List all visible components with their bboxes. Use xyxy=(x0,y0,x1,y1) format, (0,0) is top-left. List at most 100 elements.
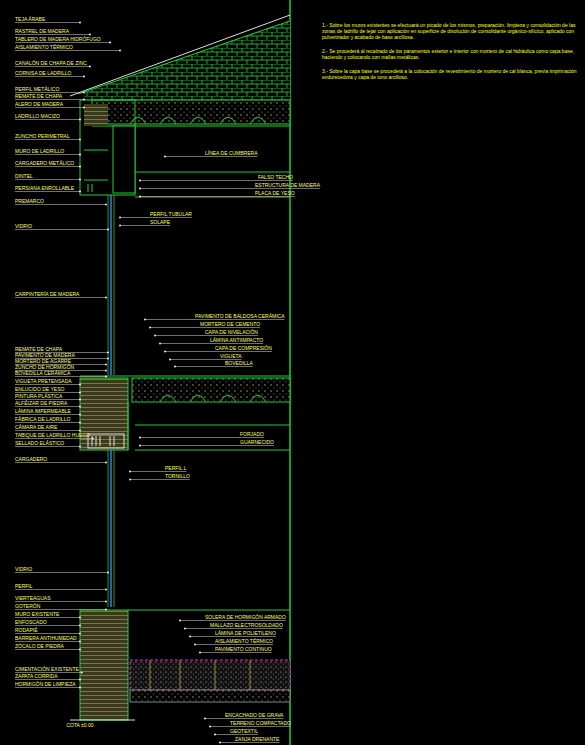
leader-line xyxy=(15,107,84,108)
leader-line xyxy=(15,406,80,407)
leader-dot xyxy=(79,625,81,627)
leader-line xyxy=(15,376,106,377)
leader-dot xyxy=(139,180,141,182)
leader-dot xyxy=(139,196,141,198)
leader-line xyxy=(15,66,90,67)
leader-line xyxy=(160,343,263,344)
leader-dot xyxy=(79,633,81,635)
leader-dot xyxy=(81,672,83,674)
part-label: GUARNECIDO xyxy=(240,439,274,445)
leader-line xyxy=(15,430,80,431)
leader-dot xyxy=(154,335,156,337)
leader-line xyxy=(175,366,253,367)
leader-dot xyxy=(109,42,111,44)
part-label: LÁMINA DE POLIETILENO xyxy=(215,630,276,636)
leader-line xyxy=(15,229,108,230)
leader-dot xyxy=(107,358,109,360)
part-label: ZANJA DRENANTE xyxy=(235,736,279,742)
leader-line xyxy=(15,422,80,423)
leader-line xyxy=(15,22,80,23)
leader-dot xyxy=(209,726,211,728)
leader-line xyxy=(15,179,80,180)
leader-dot xyxy=(105,297,107,299)
leader-dot xyxy=(79,679,81,681)
leader-dot xyxy=(189,636,191,638)
leader-dot xyxy=(79,422,81,424)
leader-line xyxy=(15,399,80,400)
part-label: CARGADERO xyxy=(15,456,47,462)
part-label: PINTURA PLÁSTICA xyxy=(15,393,62,399)
general-note: 3.- Sobre la capa base se procederá a la… xyxy=(322,68,584,80)
leader-dot xyxy=(79,687,81,689)
part-label: ZÓCALO DE PIEDRA xyxy=(15,643,64,649)
leader-line xyxy=(15,446,80,447)
part-label: FALSO TECHO xyxy=(258,174,293,180)
leader-dot xyxy=(83,107,85,109)
part-label: SOLERA DE HORMIGÓN ARMADO xyxy=(205,614,286,620)
leader-line xyxy=(150,327,260,328)
leader-dot xyxy=(174,366,176,368)
leader-line xyxy=(200,652,272,653)
leader-dot xyxy=(139,437,141,439)
leader-line xyxy=(15,633,80,634)
leader-line xyxy=(190,636,276,637)
part-label: PERFIL xyxy=(15,583,33,589)
leader-dot xyxy=(83,99,85,101)
part-label: CANALÓN DE CHAPA DE ZINC xyxy=(15,60,87,66)
part-label: PAVIMENTO CONTINUO xyxy=(215,646,272,652)
leader-line xyxy=(15,42,110,43)
leader-line xyxy=(15,119,80,120)
leader-dot xyxy=(164,156,166,158)
leader-dot xyxy=(79,384,81,386)
leader-dot xyxy=(79,154,81,156)
leader-line xyxy=(15,462,106,463)
leader-dot xyxy=(79,139,81,141)
leader-dot xyxy=(184,628,186,630)
leader-line xyxy=(210,726,291,727)
leader-dot xyxy=(79,392,81,394)
part-label: VIERTEAGUAS xyxy=(15,595,50,601)
part-label: ENCACHADO DE GRAVA xyxy=(225,712,283,718)
part-label: PERFIL L xyxy=(165,465,187,471)
leader-line xyxy=(15,99,84,100)
part-label: MORTERO DE CEMENTO xyxy=(200,321,260,327)
leader-line xyxy=(15,384,80,385)
part-label: PAVIMENTO DE BALDOSA CERÁMICA xyxy=(195,313,284,319)
part-label: LÍNEA DE CUMBRERA xyxy=(205,150,258,156)
leader-dot xyxy=(89,66,91,68)
leader-line xyxy=(15,392,80,393)
leader-line xyxy=(15,679,80,680)
part-label: REMATE DE CHAPA xyxy=(15,346,62,352)
part-label: CAPA DE NIVELACIÓN xyxy=(205,329,258,335)
leader-dot xyxy=(119,50,121,52)
part-label: VIDRIO xyxy=(15,223,32,229)
leader-dot xyxy=(79,191,81,193)
leader-dot xyxy=(219,742,221,744)
leader-line xyxy=(140,196,295,197)
leader-dot xyxy=(107,229,109,231)
leader-dot xyxy=(164,351,166,353)
general-note: 1.- Sobre los muros existentes se efectu… xyxy=(322,22,584,40)
part-label: MORTERO DE AGARRE xyxy=(15,358,71,364)
part-label: CORNISA DE LADRILLO xyxy=(15,70,71,76)
part-label: DINTEL xyxy=(15,173,33,179)
part-label: LÁMINA IMPERMEABLE xyxy=(15,408,71,414)
leader-line xyxy=(205,718,283,719)
part-label: TABLERO DE MADERA HIDRÓFUGO xyxy=(15,36,101,42)
leader-line xyxy=(215,734,258,735)
leader-dot xyxy=(79,119,81,121)
part-label: ZUNCHO DE HORMIGÓN xyxy=(15,364,74,370)
leader-line xyxy=(15,589,106,590)
leader-dot xyxy=(79,641,81,643)
leader-line xyxy=(15,617,80,618)
leader-line xyxy=(170,359,242,360)
part-label: TEJA ÁRABE xyxy=(15,16,45,22)
leader-dot xyxy=(199,652,201,654)
leader-line xyxy=(145,319,284,320)
part-label: AISLAMIENTO TÉRMICO xyxy=(15,44,73,50)
leader-dot xyxy=(139,188,141,190)
part-label: MURO EXISTENTE xyxy=(15,611,59,617)
leader-dot xyxy=(105,376,107,378)
leader-dot xyxy=(92,438,94,440)
